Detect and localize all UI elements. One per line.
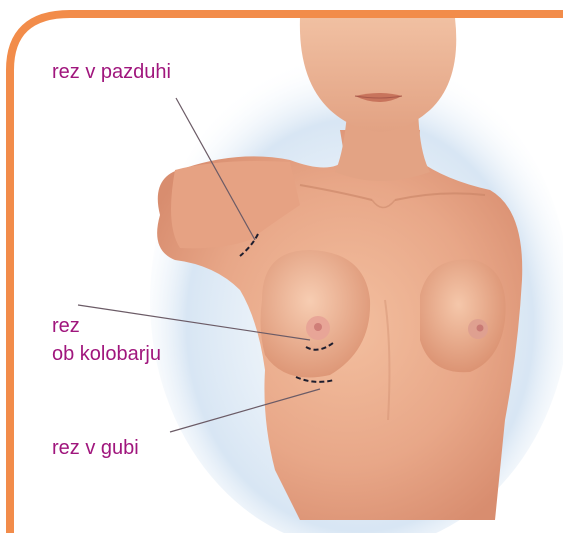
label-areola-incision-line1: rez [52, 313, 80, 339]
left-nipple [314, 323, 322, 331]
label-areola-incision-line2: ob kolobarju [52, 341, 161, 367]
right-nipple [477, 325, 484, 332]
label-armpit-incision: rez v pazduhi [52, 59, 171, 85]
label-fold-incision: rez v gubi [52, 435, 139, 461]
